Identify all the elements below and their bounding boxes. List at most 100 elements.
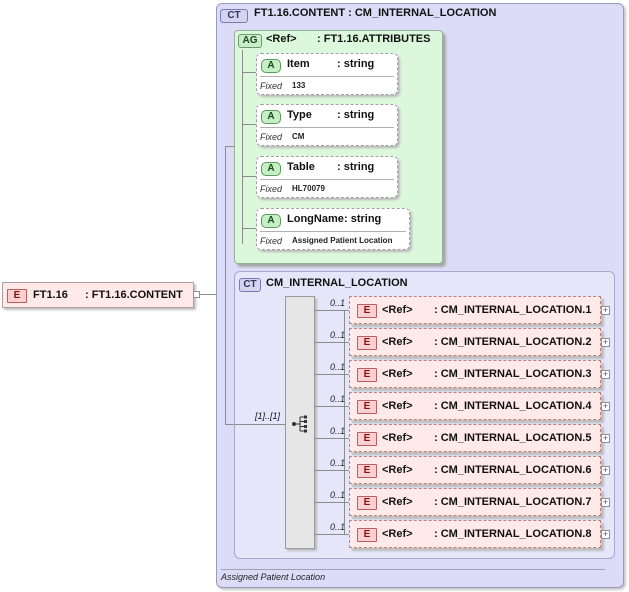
- element-badge: E: [357, 528, 377, 542]
- connector: [315, 310, 349, 311]
- connector: [242, 124, 256, 125]
- fixed-value: 133: [292, 81, 306, 90]
- element-badge: E: [357, 368, 377, 382]
- element-badge: E: [357, 336, 377, 350]
- element-ref[interactable]: E <Ref> : CM_INTERNAL_LOCATION.6: [349, 456, 601, 484]
- attribute-badge: A: [261, 162, 281, 176]
- element-badge: E: [357, 496, 377, 510]
- element-ref[interactable]: E <Ref> : CM_INTERNAL_LOCATION.5: [349, 424, 601, 452]
- complex-type-name: CM_INTERNAL_LOCATION: [266, 277, 408, 289]
- connector: [225, 146, 235, 147]
- element-occurrence: 0..1: [330, 298, 346, 308]
- attribute-group-ref: <Ref>: [266, 33, 297, 45]
- element-occurrence: 0..1: [330, 458, 346, 468]
- sequence-occurrence: [1]..[1]: [255, 411, 281, 421]
- attribute-longname[interactable]: A LongName : string Fixed Assigned Patie…: [256, 208, 410, 250]
- element-badge: E: [357, 400, 377, 414]
- fixed-value: HL70079: [292, 184, 325, 193]
- root-element-type: : FT1.16.CONTENT: [85, 289, 183, 301]
- expand-button[interactable]: +: [601, 433, 610, 443]
- attribute-type-attr[interactable]: A Type : string Fixed CM: [256, 104, 398, 146]
- element-occurrence: 0..1: [330, 394, 346, 404]
- fixed-label: Fixed: [260, 81, 283, 91]
- connector: [242, 50, 243, 244]
- element-type: : CM_INTERNAL_LOCATION.2: [434, 336, 592, 348]
- connector: [242, 176, 256, 177]
- attribute-type: : string: [337, 109, 375, 121]
- element-ref-label: <Ref>: [382, 432, 413, 444]
- element-type: : CM_INTERNAL_LOCATION.1: [434, 304, 592, 316]
- attribute-table[interactable]: A Table : string Fixed HL70079: [256, 156, 398, 198]
- connector: [315, 406, 349, 407]
- attribute-badge: A: [261, 214, 281, 228]
- connector: [315, 342, 349, 343]
- expand-button[interactable]: +: [601, 465, 610, 475]
- content-type-title: FT1.16.CONTENT : CM_INTERNAL_LOCATION: [254, 7, 497, 19]
- root-element-name: FT1.16: [33, 289, 68, 301]
- attribute-name: Type: [287, 109, 312, 121]
- element-occurrence: 0..1: [330, 522, 346, 532]
- connector: [235, 424, 285, 425]
- element-ref[interactable]: E <Ref> : CM_INTERNAL_LOCATION.8: [349, 520, 601, 548]
- fixed-value: Assigned Patient Location: [292, 236, 393, 245]
- element-ref-label: <Ref>: [382, 304, 413, 316]
- element-type: : CM_INTERNAL_LOCATION.7: [434, 496, 592, 508]
- connector: [242, 72, 256, 73]
- element-ref[interactable]: E <Ref> : CM_INTERNAL_LOCATION.7: [349, 488, 601, 516]
- element-ref-label: <Ref>: [382, 464, 413, 476]
- sequence-icon: [292, 415, 307, 433]
- element-ref-label: <Ref>: [382, 368, 413, 380]
- element-occurrence: 0..1: [330, 490, 346, 500]
- expand-button[interactable]: +: [601, 305, 610, 315]
- element-type: : CM_INTERNAL_LOCATION.5: [434, 432, 592, 444]
- element-ref-label: <Ref>: [382, 336, 413, 348]
- fixed-value: CM: [292, 132, 305, 141]
- attribute-type: : string: [337, 161, 375, 173]
- element-ref-label: <Ref>: [382, 400, 413, 412]
- connector: [225, 146, 226, 425]
- element-badge: E: [357, 304, 377, 318]
- element-occurrence: 0..1: [330, 362, 346, 372]
- element-type: : CM_INTERNAL_LOCATION.3: [434, 368, 592, 380]
- element-type: : CM_INTERNAL_LOCATION.8: [434, 528, 592, 540]
- connector: [315, 438, 349, 439]
- attribute-separator: [260, 76, 394, 77]
- complex-type-badge: CT: [220, 9, 248, 23]
- connector: [315, 534, 349, 535]
- connector: [315, 502, 349, 503]
- attribute-group-badge: AG: [238, 34, 262, 48]
- connector: [315, 374, 349, 375]
- attribute-type: : string: [337, 58, 375, 70]
- content-type-annotation: Assigned Patient Location: [221, 572, 326, 582]
- expand-button[interactable]: +: [601, 337, 610, 347]
- element-ref[interactable]: E <Ref> : CM_INTERNAL_LOCATION.4: [349, 392, 601, 420]
- expand-button[interactable]: +: [601, 497, 610, 507]
- attribute-name: Item: [287, 58, 310, 70]
- element-type: : CM_INTERNAL_LOCATION.4: [434, 400, 592, 412]
- attribute-badge: A: [261, 59, 281, 73]
- element-occurrence: 0..1: [330, 426, 346, 436]
- connector: [225, 424, 235, 425]
- element-badge: E: [357, 464, 377, 478]
- connector: [242, 228, 256, 229]
- fixed-label: Fixed: [260, 184, 283, 194]
- element-badge: E: [7, 289, 27, 303]
- root-element[interactable]: E FT1.16 : FT1.16.CONTENT: [2, 282, 194, 308]
- fixed-label: Fixed: [260, 236, 283, 246]
- element-ref[interactable]: E <Ref> : CM_INTERNAL_LOCATION.3: [349, 360, 601, 388]
- element-type: : CM_INTERNAL_LOCATION.6: [434, 464, 592, 476]
- attribute-separator: [260, 231, 406, 232]
- root-collapse-toggle[interactable]: [193, 291, 200, 298]
- connector: [200, 294, 216, 295]
- element-ref[interactable]: E <Ref> : CM_INTERNAL_LOCATION.1: [349, 296, 601, 324]
- expand-button[interactable]: +: [601, 529, 610, 539]
- element-occurrence: 0..1: [330, 330, 346, 340]
- element-ref-label: <Ref>: [382, 528, 413, 540]
- expand-button[interactable]: +: [601, 401, 610, 411]
- attribute-badge: A: [261, 110, 281, 124]
- attribute-name: Table: [287, 161, 315, 173]
- expand-button[interactable]: +: [601, 369, 610, 379]
- complex-type-badge: CT: [239, 278, 261, 292]
- attribute-item[interactable]: A Item : string Fixed 133: [256, 53, 398, 95]
- element-ref[interactable]: E <Ref> : CM_INTERNAL_LOCATION.2: [349, 328, 601, 356]
